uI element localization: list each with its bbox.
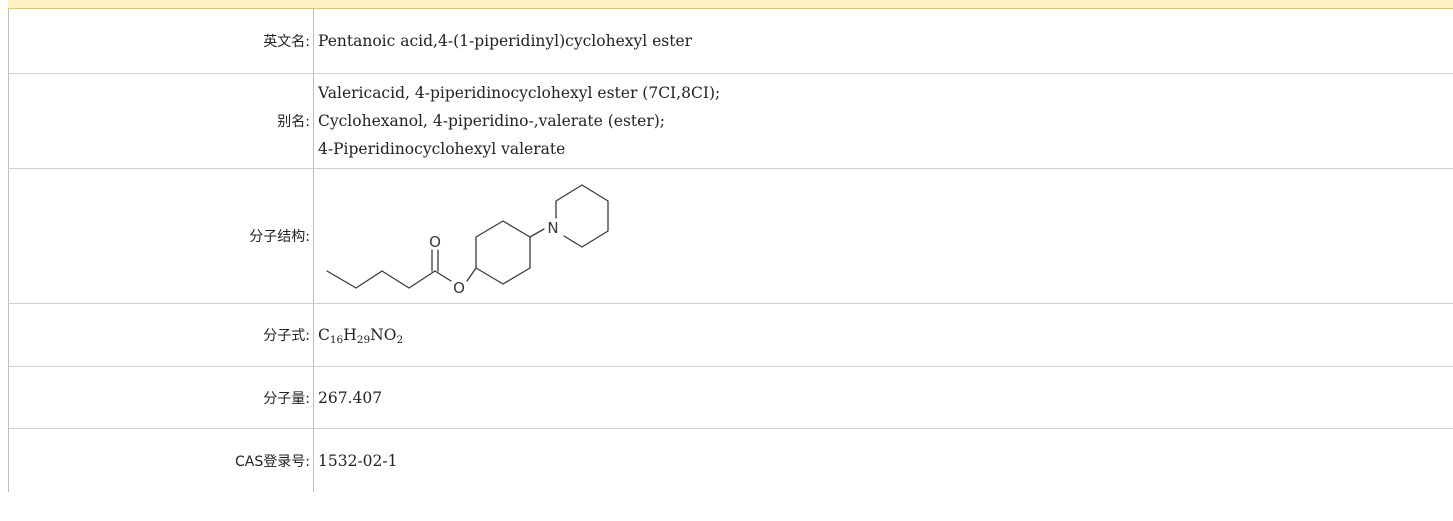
synonym-item: Valericacid, 4-piperidinocyclohexyl este… <box>318 84 721 102</box>
english-name-label: 英文名: <box>8 9 314 74</box>
structure-label: 分子结构: <box>8 168 314 304</box>
row-english-name: 英文名: Pentanoic acid,4-(1-piperidinyl)cyc… <box>8 9 1453 74</box>
formula-element: H <box>343 326 357 344</box>
cas-number-label: CAS登录号: <box>8 428 314 492</box>
atom-label-oxygen: O <box>429 233 441 251</box>
english-name-value: Pentanoic acid,4-(1-piperidinyl)cyclohex… <box>313 9 1453 74</box>
row-formula: 分子式: C16H29NO2 <box>8 303 1453 367</box>
cas-number-value: 1532-02-1 <box>318 451 398 470</box>
amine-bond <box>529 228 545 238</box>
cyclohexane-ring <box>475 220 531 285</box>
structure-value: O O N <box>313 168 1453 304</box>
molecular-weight-value: 267.407 <box>313 366 1453 429</box>
formula-element: N <box>370 326 384 344</box>
synonyms-value: Valericacid, 4-piperidinocyclohexyl este… <box>313 73 1453 169</box>
row-structure: 分子结构: <box>8 168 1453 304</box>
atom-label-nitrogen: N <box>547 219 558 237</box>
formula-element: O <box>383 326 397 344</box>
molecule-structure-image: O O N <box>326 184 609 297</box>
property-table: 英文名: Pentanoic acid,4-(1-piperidinyl)cyc… <box>8 9 1453 492</box>
row-synonyms: 别名: Valericacid, 4-piperidinocyclohexyl … <box>8 73 1453 169</box>
section-header-band <box>8 0 1453 9</box>
synonym-item: 4-Piperidinocyclohexyl valerate <box>318 140 566 158</box>
piperidine-ring <box>555 184 609 248</box>
formula-value: C16H29NO2 <box>313 303 1453 367</box>
ester-bond <box>434 270 452 282</box>
row-cas-number: CAS登录号: 1532-02-1 <box>8 428 1453 492</box>
atom-label-oxygen: O <box>453 279 465 297</box>
ester-bond <box>466 267 477 282</box>
formula-count: 29 <box>356 334 371 346</box>
formula-count: 2 <box>396 334 404 346</box>
formula-count: 16 <box>329 334 344 346</box>
row-molecular-weight: 分子量: 267.407 <box>8 366 1453 429</box>
formula-element: C <box>318 326 330 344</box>
synonyms-label: 别名: <box>8 73 314 169</box>
formula-label: 分子式: <box>8 303 314 367</box>
synonym-item: Cyclohexanol, 4-piperidino-,valerate (es… <box>318 112 666 130</box>
alkyl-chain-bond <box>326 270 436 289</box>
molecular-weight-label: 分子量: <box>8 366 314 429</box>
